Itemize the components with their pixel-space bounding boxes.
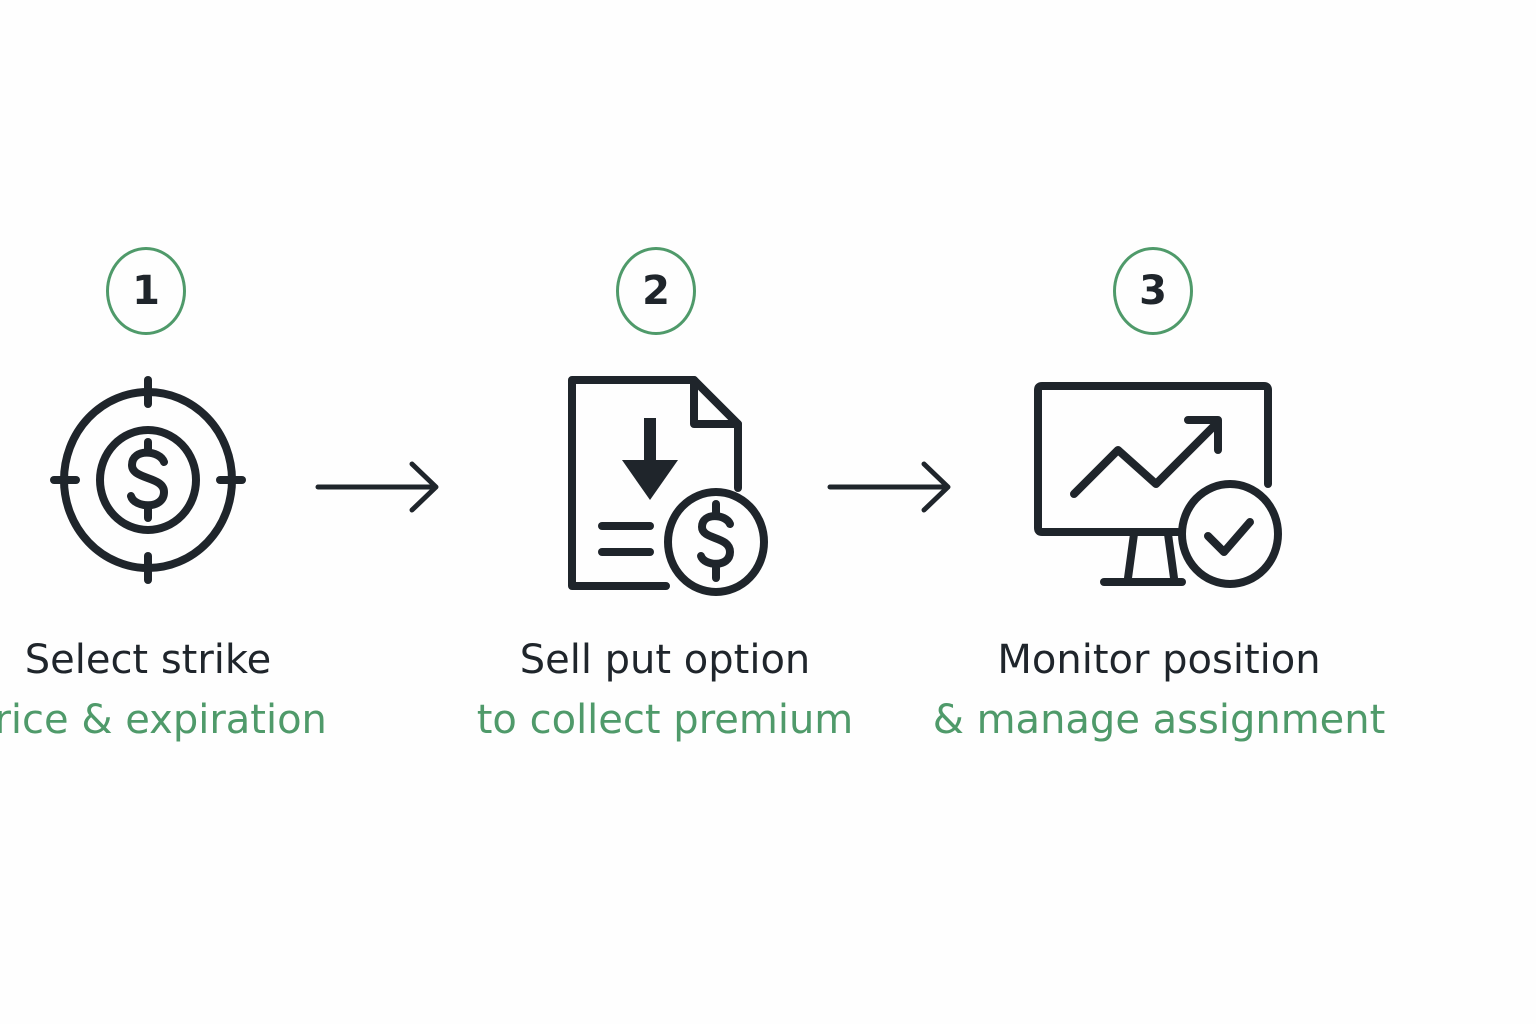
step-1-number-badge: 1 xyxy=(106,247,186,335)
monitor-chart-check-icon xyxy=(1034,382,1282,588)
step-2-subtitle: to collect premium xyxy=(476,697,854,743)
step-1-title: Select strike xyxy=(24,637,272,683)
step-3-subtitle: & manage assignment xyxy=(932,697,1386,743)
step-2-title: Sell put option xyxy=(519,637,811,683)
arrow-right-icon xyxy=(827,461,951,513)
step-1-subtitle: price & expiration xyxy=(0,697,327,743)
step-2-number-badge: 2 xyxy=(616,247,696,335)
step-3-number-badge: 3 xyxy=(1113,247,1193,335)
arrow-right-icon xyxy=(315,461,439,513)
target-dollar-icon xyxy=(50,376,246,584)
document-dollar-icon xyxy=(568,376,768,596)
step-3-title: Monitor position xyxy=(997,637,1321,683)
